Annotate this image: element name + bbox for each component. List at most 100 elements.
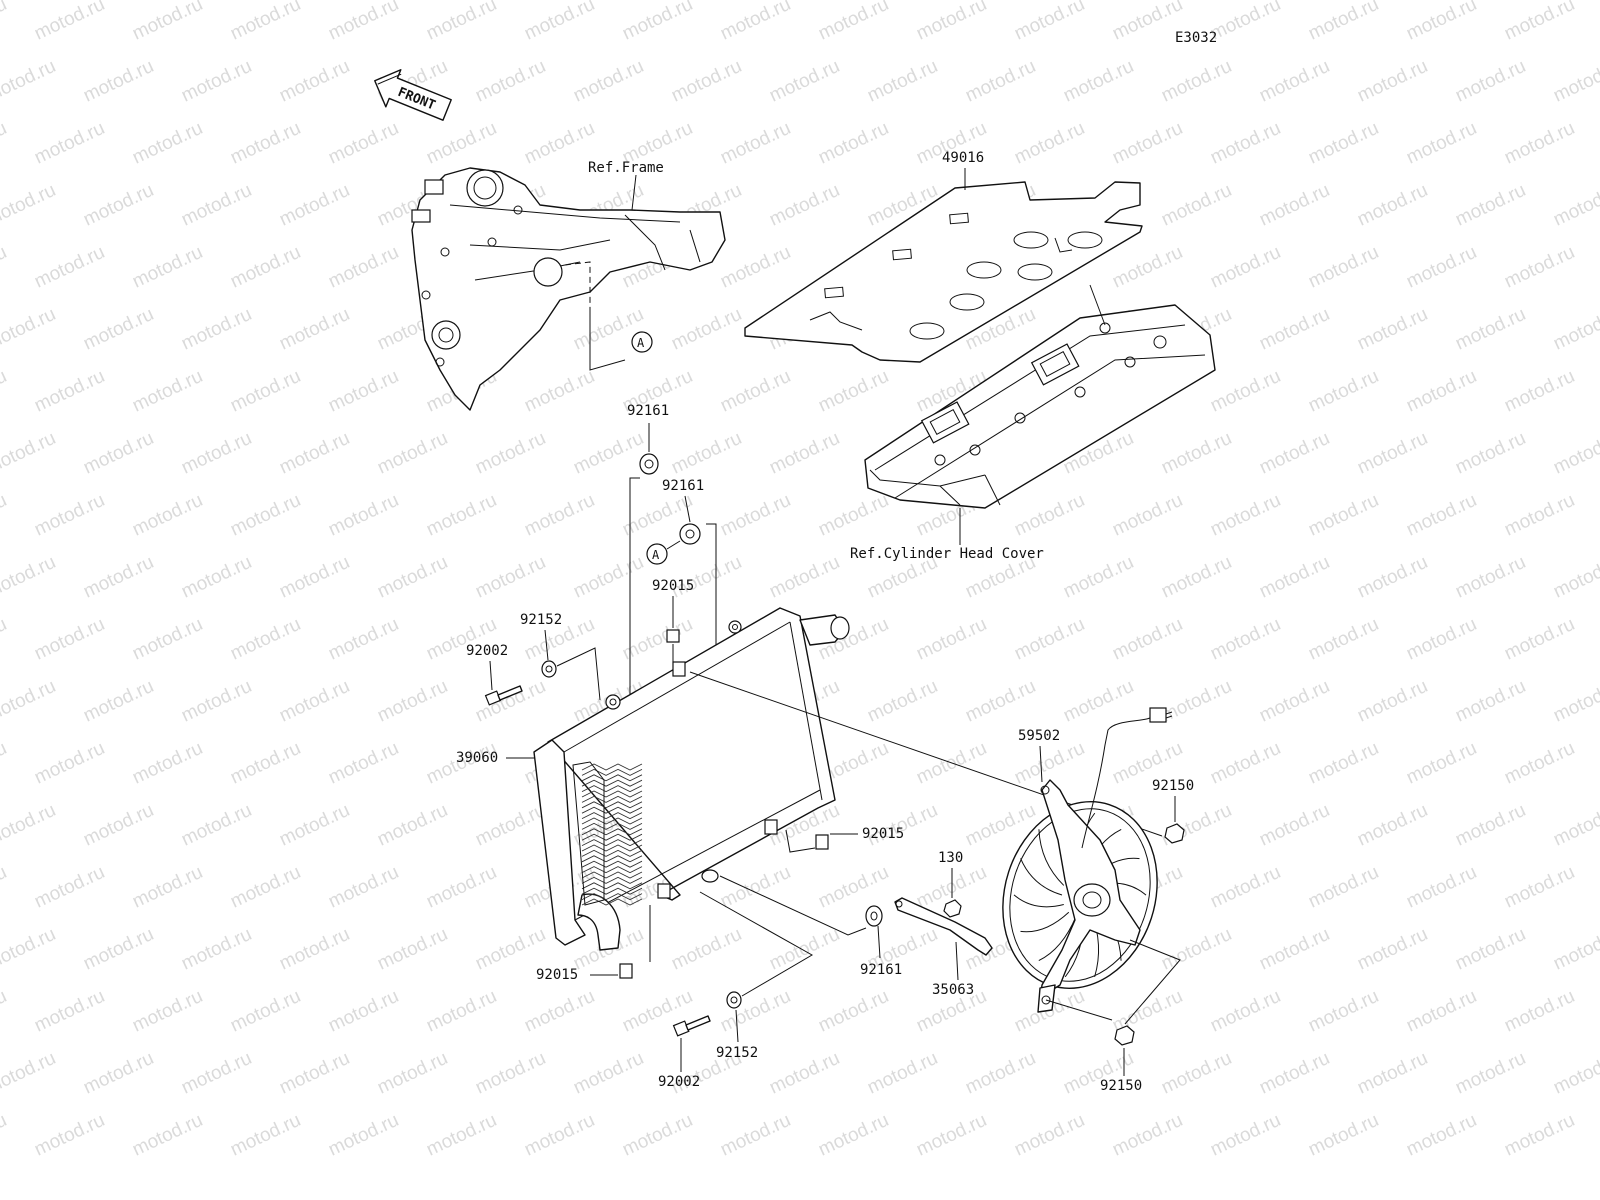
watermark-text: motod.ru [227,1110,304,1161]
watermark-text: motod.ru [1403,0,1480,45]
clip-92015-middle [815,834,829,850]
watermark-text: motod.ru [1452,676,1529,727]
watermark-text: motod.ru [815,366,892,417]
watermark-text: motod.ru [668,924,745,975]
part-label-35063: 35063 [932,982,974,998]
radiator-fins [581,763,643,906]
fan-blade-line [1013,894,1064,908]
watermark-text: motod.ru [1207,862,1284,913]
nut-92150-lower [1114,1025,1135,1046]
watermark-text: motod.ru [129,366,206,417]
watermark-text: motod.ru [472,676,549,727]
watermark-text: motod.ru [325,118,402,169]
watermark-text: motod.ru [1354,304,1431,355]
watermark-text: motod.ru [1207,0,1284,45]
watermark-text: motod.ru [178,56,255,107]
grommet-92161-lower [865,905,883,927]
watermark-text: motod.ru [521,366,598,417]
part-label-92161-second: 92161 [662,478,704,494]
watermark-text: motod.ru [619,1110,696,1161]
radiator-fin-line [581,866,643,874]
watermark-text: motod.ru [276,1048,353,1099]
watermark-text: motod.ru [374,428,451,479]
watermark-text: motod.ru [325,242,402,293]
watermark-text: motod.ru [0,1110,10,1161]
watermark-text: motod.ru [1011,490,1088,541]
watermark-text: motod.ru [80,304,157,355]
watermark-text: motod.ru [1305,242,1382,293]
watermark-text: motod.ru [227,738,304,789]
watermark-text: motod.ru [1354,924,1431,975]
cylinder-head-cover-reference-drawing [864,284,1216,509]
watermark-text: motod.ru [1354,552,1431,603]
watermark-text: motod.ru [766,1048,843,1099]
watermark-text: motod.ru [521,118,598,169]
bolt-92002-upper [484,685,523,706]
watermark-text: motod.ru [227,862,304,913]
watermark-text: motod.ru [815,862,892,913]
radiator-fin-line [581,817,643,825]
callout-a-lower: A [646,543,668,565]
part-label-92015-upper: 92015 [652,578,694,594]
watermark-text: motod.ru [1452,304,1529,355]
callout-a-lower-letter: A [652,548,660,562]
part-label-92161-lower: 92161 [860,962,902,978]
radiator-fin-line [581,779,643,787]
watermark-text: motod.ru [1501,1110,1578,1161]
watermark-text: motod.ru [570,552,647,603]
watermark-text: motod.ru [1305,366,1382,417]
part-label-92161-upper: 92161 [627,403,669,419]
watermark-text: motod.ru [1158,1048,1235,1099]
watermark-text: motod.ru [472,800,549,851]
part-label-39060: 39060 [456,750,498,766]
watermark-text: motod.ru [1354,428,1431,479]
watermark-text: motod.ru [1109,1110,1186,1161]
watermark-text: motod.ru [1452,800,1529,851]
radiator-fin-line [581,882,643,890]
part-label-92150-lower: 92150 [1100,1078,1142,1094]
leader-35063 [955,941,959,981]
watermark-text: motod.ru [717,1110,794,1161]
watermark-text: motod.ru [570,56,647,107]
watermark-text: motod.ru [80,428,157,479]
radiator-fin-line [581,785,643,793]
watermark-text: motod.ru [717,242,794,293]
watermark-text: motod.ru [227,986,304,1037]
watermark-text: motod.ru [129,490,206,541]
watermark-text: motod.ru [1550,304,1600,355]
watermark-text: motod.ru [1354,800,1431,851]
watermark-text: motod.ru [1550,924,1600,975]
part-label-92015-middle: 92015 [862,826,904,842]
watermark-text: motod.ru [276,428,353,479]
watermark-text: motod.ru [227,118,304,169]
radiator-fin-line [581,790,643,798]
radiator-fin-line [581,822,643,830]
watermark-text: motod.ru [31,118,108,169]
watermark-text: motod.ru [227,242,304,293]
radiator-fin-line [581,839,643,847]
watermark-text: motod.ru [325,862,402,913]
watermark-text: motod.ru [472,1048,549,1099]
watermark-text: motod.ru [0,490,10,541]
watermark-text: motod.ru [1452,428,1529,479]
nut-92150-upper [1164,823,1185,844]
watermark-text: motod.ru [1305,738,1382,789]
watermark-text: motod.ru [815,490,892,541]
watermark-text: motod.ru [1305,986,1382,1037]
watermark-text: motod.ru [31,614,108,665]
watermark-text: motod.ru [1207,490,1284,541]
watermark-text: motod.ru [276,56,353,107]
watermark-text: motod.ru [864,676,941,727]
watermark-text: motod.ru [619,614,696,665]
watermark-text: motod.ru [374,1048,451,1099]
watermark-text: motod.ru [227,490,304,541]
watermark-text: motod.ru [1109,614,1186,665]
watermark-text: motod.ru [0,676,59,727]
radiator-fin-line [581,849,643,857]
fan-blade-line [1020,911,1070,933]
watermark-text: motod.ru [0,56,59,107]
watermark-text: motod.ru [766,552,843,603]
watermark-text: motod.ru [276,924,353,975]
diagram-code: E3032 [1175,30,1217,46]
watermark-text: motod.ru [31,0,108,45]
